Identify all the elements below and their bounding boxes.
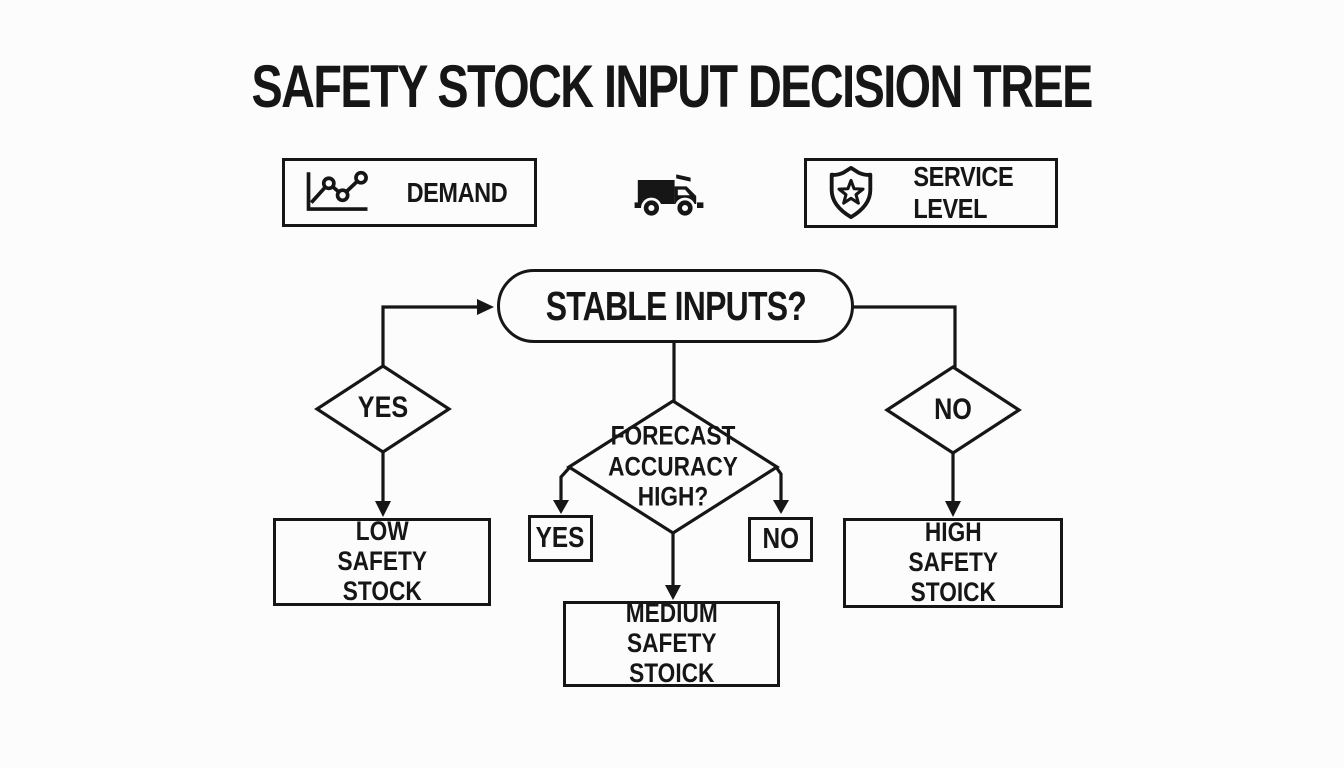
demand-input-box: DEMAND [282, 158, 537, 227]
trend-chart-icon [306, 170, 368, 211]
low-safety-stock-text: LOW SAFETY STOCK [337, 516, 427, 606]
no-diamond [884, 365, 1022, 455]
connector-forecast-to-yes [559, 465, 572, 500]
root-question-pill: STABLE INPUTS? [497, 269, 854, 343]
yes-branch-label: YES [357, 391, 409, 424]
arrowhead-into-small-no [773, 500, 789, 514]
arrowhead-into-small-yes [553, 500, 569, 514]
connector-yes-to-root [381, 305, 477, 368]
page-title: SAFETY STOCK INPUT DECISION TREE [0, 52, 1344, 121]
forecast-question-label: FORECAST ACCURACY HIGH? [608, 420, 738, 512]
connector-forecast-to-no [774, 466, 783, 500]
service-level-label: SERVICE LEVEL [913, 161, 1014, 224]
connector-root-to-no [853, 305, 957, 367]
arrowhead-into-root [477, 299, 494, 315]
medium-safety-stock-box: MEDIUM SAFETY STOICK [563, 598, 780, 688]
arrowhead-into-low [375, 501, 391, 517]
medium-safety-stock-text: MEDIUM SAFETY STOICK [625, 598, 718, 688]
truck-icon [633, 167, 713, 225]
yes-diamond [314, 364, 452, 454]
service-level-input-box: SERVICE LEVEL [804, 158, 1058, 228]
shield-star-icon [829, 165, 873, 220]
arrowhead-into-high [945, 501, 961, 517]
demand-label: DEMAND [406, 176, 508, 208]
forecast-diamond [566, 399, 780, 535]
forecast-no-box: NO [748, 517, 813, 562]
root-question-text: STABLE INPUTS? [545, 282, 806, 329]
forecast-no-text: NO [762, 523, 799, 555]
page-title-text: SAFETY STOCK INPUT DECISION TREE [251, 53, 1094, 120]
forecast-yes-box: YES [528, 515, 593, 562]
no-branch-label: NO [934, 393, 972, 426]
forecast-yes-text: YES [536, 522, 585, 554]
low-safety-stock-box: LOW SAFETY STOCK [273, 516, 491, 606]
high-safety-stock-text: HIGH SAFETY STOICK [908, 517, 998, 607]
high-safety-stock-box: HIGH SAFETY STOICK [843, 518, 1063, 608]
arrowhead-into-medium [665, 585, 681, 600]
